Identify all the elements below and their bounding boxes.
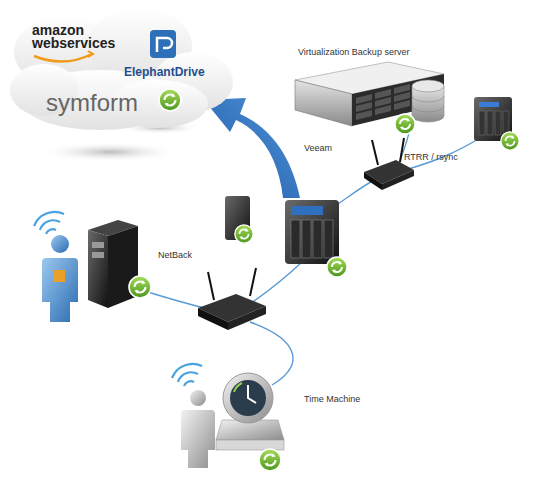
windows-user — [34, 212, 78, 322]
device-heading-box: Virtualization Backup server — [292, 46, 462, 66]
protocol-label: RTRR / rsync — [404, 152, 458, 162]
backup-server — [295, 62, 444, 126]
provider-logo-text: amazon webservices — [32, 24, 102, 51]
protocol-label: NetBack — [158, 250, 192, 260]
nas-central — [285, 200, 339, 264]
upload-arrow — [204, 98, 300, 198]
router-bottom — [198, 268, 266, 330]
cloud-group: amazon webservicesElephantDrive symform — [8, 4, 236, 136]
pc-tower — [88, 220, 138, 308]
device-label: Virtualization Backup server — [298, 48, 463, 58]
protocol-label: Time Machine — [304, 394, 360, 404]
database-cylinder — [412, 80, 444, 122]
sync-icons — [129, 114, 519, 471]
router-top — [364, 138, 414, 190]
provider-logo-text: ElephantDrive — [124, 66, 224, 79]
time-machine-device — [216, 373, 284, 450]
protocol-label: Veeam — [304, 143, 332, 153]
mac-user — [172, 364, 215, 468]
network-wires — [135, 128, 480, 385]
provider-logo-text: symform — [46, 90, 156, 116]
